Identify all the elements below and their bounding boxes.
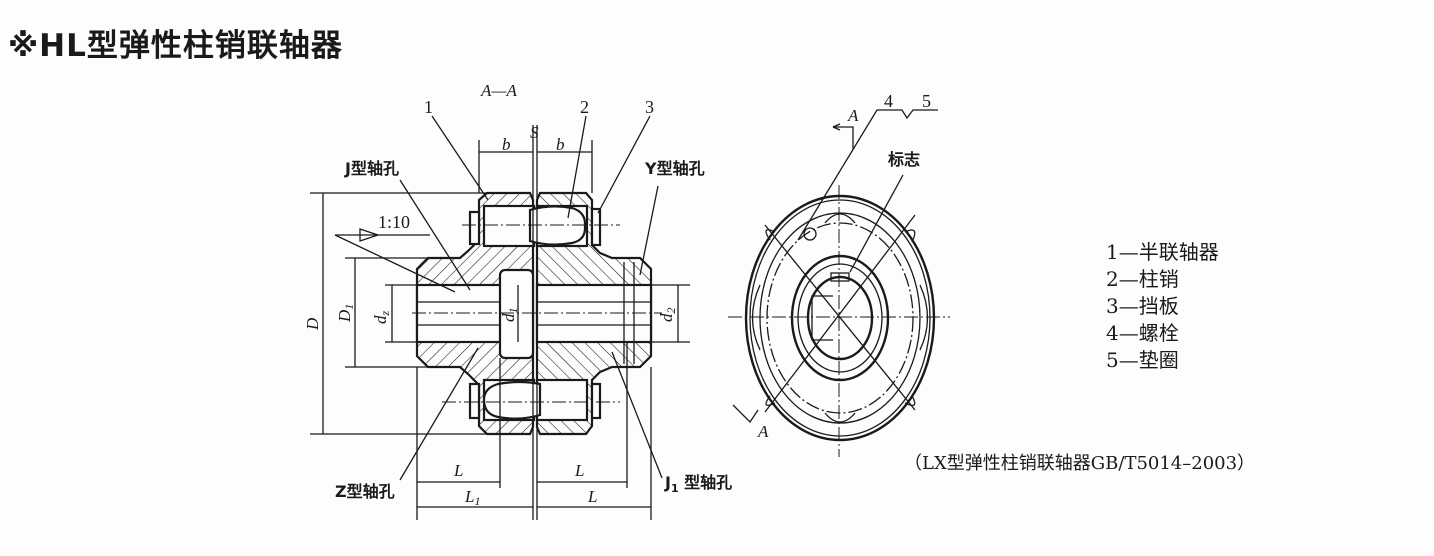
dim-sub: 1 [474, 494, 480, 508]
dim-L1: L1 [464, 487, 480, 508]
outer-rim [744, 194, 936, 442]
mark-label: 标志 [887, 150, 920, 169]
standard-caption: （LX型弹性柱销联轴器GB/T5014–2003） [904, 453, 1255, 474]
page-title: ※HL型弹性柱销联轴器 [8, 28, 343, 64]
dim-main: d [371, 315, 390, 324]
z-type-bore-label: Z型轴孔 [335, 482, 395, 501]
retaining-plate [590, 382, 602, 420]
callout-2: 2 [580, 97, 589, 117]
j1-rest: 型轴孔 [679, 473, 733, 492]
dim-main: d [657, 313, 676, 322]
mark-rect [830, 272, 850, 282]
dim-L-right-top: L [574, 461, 584, 480]
retaining-plate [468, 382, 481, 420]
j1-main: J [664, 473, 671, 492]
width-label-b-left: b [502, 135, 511, 154]
section-arrow-icon [732, 404, 759, 424]
dim-d2: d2 [657, 308, 678, 323]
legend-item: 3—挡板 [1106, 294, 1179, 318]
section-view [310, 115, 690, 520]
pin-hole [535, 378, 589, 422]
width-label-b-right: b [556, 135, 565, 154]
callout-4: 4 [884, 91, 893, 111]
legend-item: 5—垫圈 [1106, 348, 1179, 372]
section-mark-bottom: A [757, 422, 769, 441]
j-type-bore-label: J型轴孔 [344, 159, 399, 178]
dim-main: L [464, 487, 474, 506]
end-view [728, 109, 950, 457]
dim-D1: D1 [335, 304, 356, 323]
dim-D: D [303, 317, 322, 331]
section-arrow-icon [833, 126, 854, 150]
bolt-icon [803, 227, 817, 241]
y-type-bore-label: Y型轴孔 [644, 159, 705, 178]
legend-item: 4—螺栓 [1106, 321, 1179, 345]
keyway [811, 295, 833, 341]
legend-item: 1—半联轴器 [1106, 240, 1219, 264]
shaft-bore [806, 275, 874, 361]
taper-label: 1:10 [378, 212, 410, 232]
dim-main: D [335, 309, 354, 323]
pin-circle [766, 222, 914, 414]
taper-symbol-icon [359, 228, 381, 242]
dim-dz: dz [371, 311, 392, 325]
dim-sub: 2 [664, 308, 678, 314]
hub-ring [790, 254, 890, 382]
pin-bottom [482, 380, 542, 420]
dim-sub: z [378, 311, 392, 317]
legend-item: 2—柱销 [1106, 267, 1179, 291]
section-label: A—A [480, 81, 518, 100]
dim-main: d [499, 313, 518, 322]
retaining-plate [468, 210, 481, 246]
parts-legend: 1—半联轴器 2—柱销 3—挡板 4—螺栓 5—垫圈 [1106, 240, 1219, 372]
j1-type-bore-label: J1 型轴孔 [664, 473, 732, 495]
callout-5: 5 [922, 91, 931, 111]
dim-L-left: L [453, 461, 463, 480]
gap-label-s: S [530, 123, 539, 142]
callout-1: 1 [424, 97, 433, 117]
pin-hole [482, 204, 536, 248]
j1-sub: 1 [671, 482, 679, 495]
callout-3: 3 [645, 97, 654, 117]
dim-sub: 1 [342, 304, 356, 310]
dim-sub: 1 [506, 308, 520, 314]
retaining-plate [590, 207, 602, 247]
section-mark-top: A [847, 106, 859, 125]
dim-d1: d1 [499, 308, 520, 323]
dim-L-right-bottom: L [587, 487, 597, 506]
